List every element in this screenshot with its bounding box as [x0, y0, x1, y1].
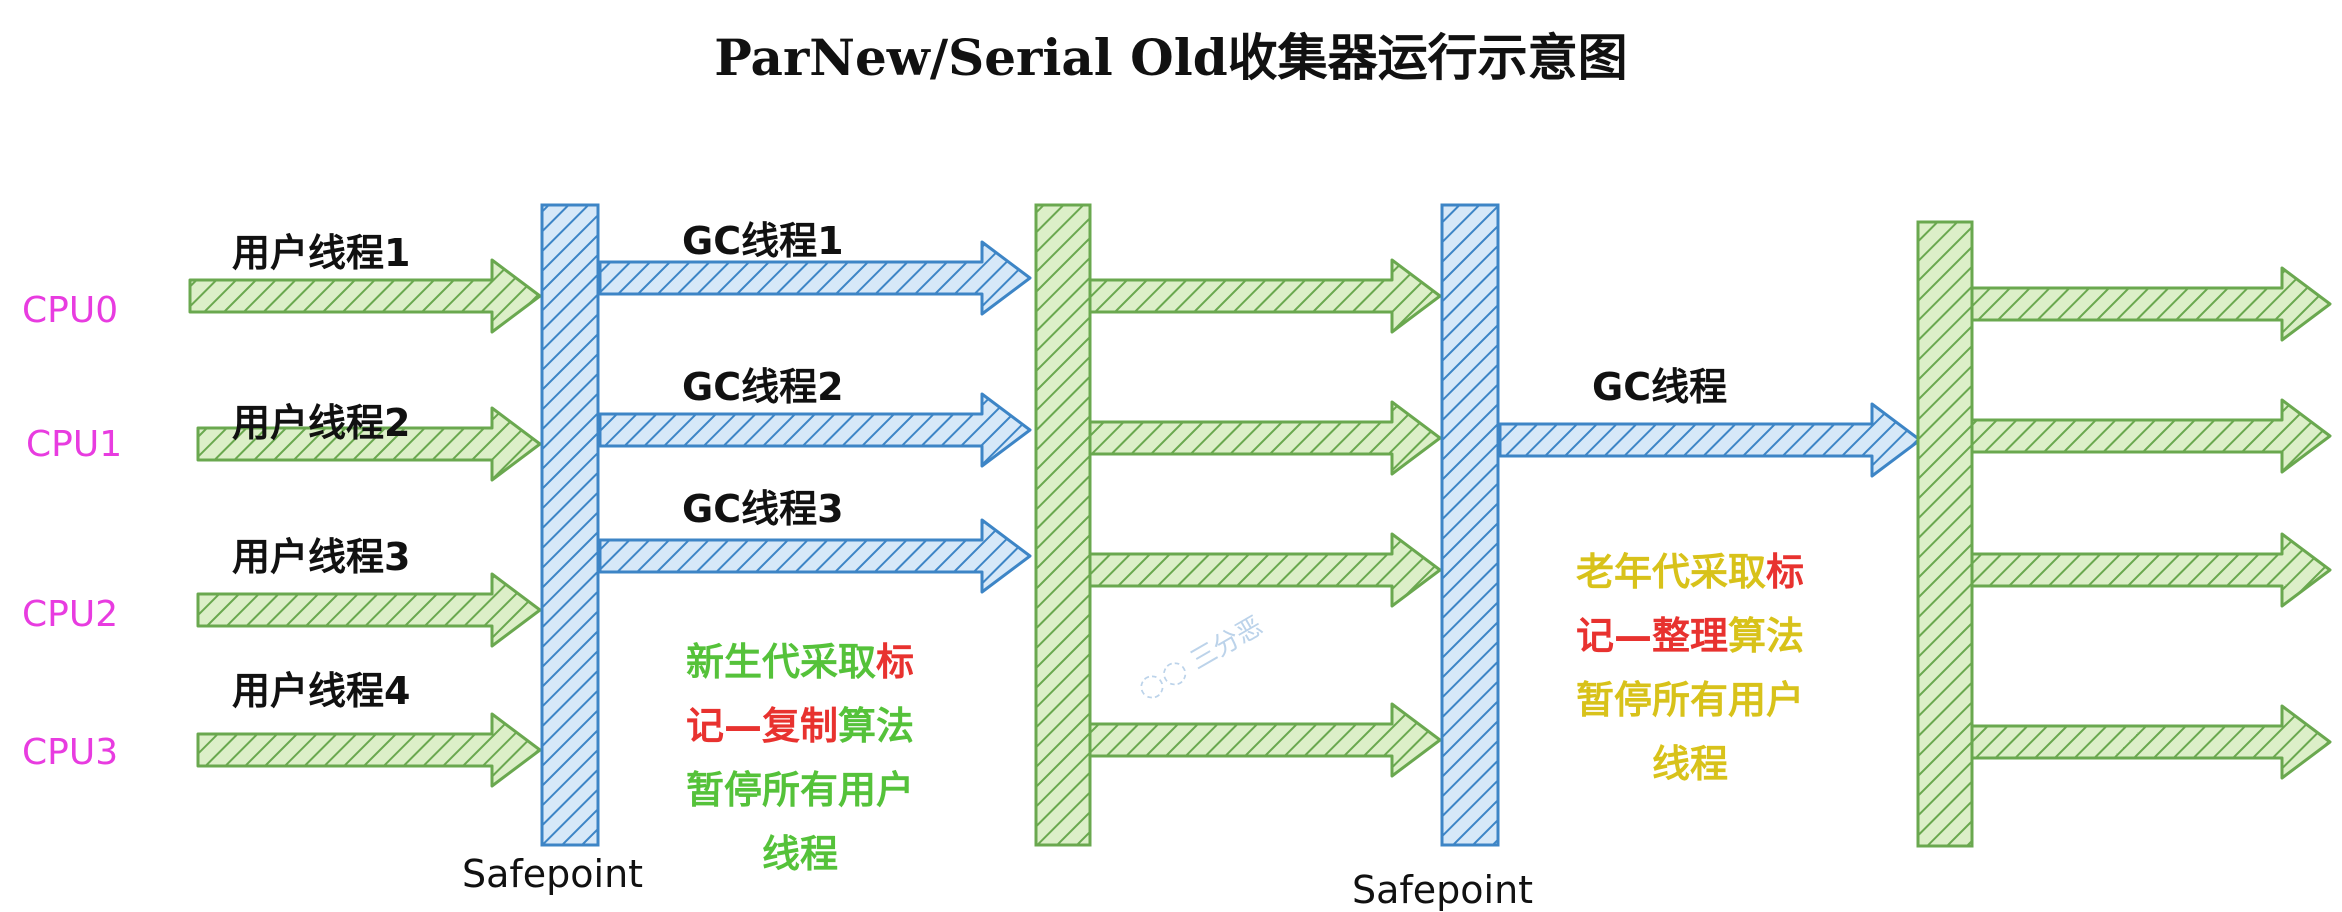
young-note-line-1-segment-1: 新生代采取 — [685, 640, 876, 684]
user-thread-arrow-4 — [196, 712, 542, 788]
user-thread-arrow-2 — [196, 406, 542, 482]
young-note-line-3: 暂停所有用户 — [640, 758, 960, 822]
user-arrow-final-3 — [1970, 532, 2332, 608]
sync-bar-old-end — [1916, 220, 1974, 848]
old-note-line-4: 线程 — [1530, 732, 1850, 796]
sync-bar-young-end — [1034, 203, 1092, 847]
young-note-line-3-segment-1: 暂停所有用户 — [685, 768, 914, 812]
safepoint-bar-1 — [540, 203, 600, 847]
gc-thread-arrow-1 — [598, 240, 1032, 316]
diagram-title: ParNew/Serial Old收集器运行示意图 — [714, 28, 1628, 87]
gc-thread-arrow-3 — [598, 518, 1032, 594]
young-generation-note: 新生代采取标记—复制算法暂停所有用户线程 — [640, 630, 960, 886]
young-note-line-2: 记—复制算法 — [640, 694, 960, 758]
gc-thread-label-3: GC线程3 — [682, 487, 844, 531]
young-note-line-2-segment-1: 记—复制 — [685, 704, 838, 748]
user-thread-label-3: 用户线程3 — [232, 535, 411, 579]
safepoint-label-2: Safepoint — [1352, 868, 1534, 912]
gc-thread-old-label: GC线程 — [1592, 365, 1728, 409]
young-note-line-1-segment-2: 标 — [876, 640, 915, 684]
cpu-label-3: CPU3 — [22, 732, 119, 773]
old-note-line-3-segment-1: 暂停所有用户 — [1575, 678, 1804, 722]
cpu-label-0: CPU0 — [22, 290, 119, 331]
old-note-line-1-segment-2: 标 — [1766, 550, 1805, 594]
cpu-label-1: CPU1 — [26, 424, 123, 465]
user-thread-arrow-3 — [196, 572, 542, 648]
user-thread-label-2: 用户线程2 — [232, 401, 411, 445]
user-thread-label-1: 用户线程1 — [232, 231, 411, 275]
young-note-line-1: 新生代采取标 — [640, 630, 960, 694]
old-generation-note: 老年代采取标记—整理算法暂停所有用户线程 — [1530, 540, 1850, 796]
safepoint-label-1: Safepoint — [462, 852, 644, 896]
safepoint-bar-2 — [1440, 203, 1500, 847]
young-note-line-4: 线程 — [640, 822, 960, 886]
young-note-line-4-segment-1: 线程 — [761, 832, 838, 876]
gc-thread-label-2: GC线程2 — [682, 365, 844, 409]
cpu-label-2: CPU2 — [22, 594, 119, 635]
user-thread-arrow-1 — [188, 258, 542, 334]
gc-thread-old-arrow — [1498, 402, 1922, 478]
user-arrow-mid-4 — [1088, 702, 1442, 778]
gc-thread-arrow-2 — [598, 392, 1032, 468]
old-note-line-4-segment-1: 线程 — [1651, 742, 1728, 786]
user-arrow-final-2 — [1970, 398, 2332, 474]
user-arrow-final-1 — [1970, 266, 2332, 342]
old-note-line-2: 记—整理算法 — [1530, 604, 1850, 668]
old-note-line-2-segment-1: 记—整理 — [1575, 614, 1728, 658]
young-note-line-2-segment-2: 算法 — [838, 704, 915, 748]
user-arrow-final-4 — [1970, 704, 2332, 780]
user-arrow-mid-2 — [1088, 400, 1442, 476]
gc-thread-label-1: GC线程1 — [682, 219, 844, 263]
old-note-line-3: 暂停所有用户 — [1530, 668, 1850, 732]
user-arrow-mid-3 — [1088, 532, 1442, 608]
old-note-line-1-segment-1: 老年代采取 — [1575, 550, 1766, 594]
old-note-line-2-segment-2: 算法 — [1728, 614, 1805, 658]
old-note-line-1: 老年代采取标 — [1530, 540, 1850, 604]
user-thread-label-4: 用户线程4 — [232, 669, 411, 713]
user-arrow-mid-1 — [1088, 258, 1442, 334]
